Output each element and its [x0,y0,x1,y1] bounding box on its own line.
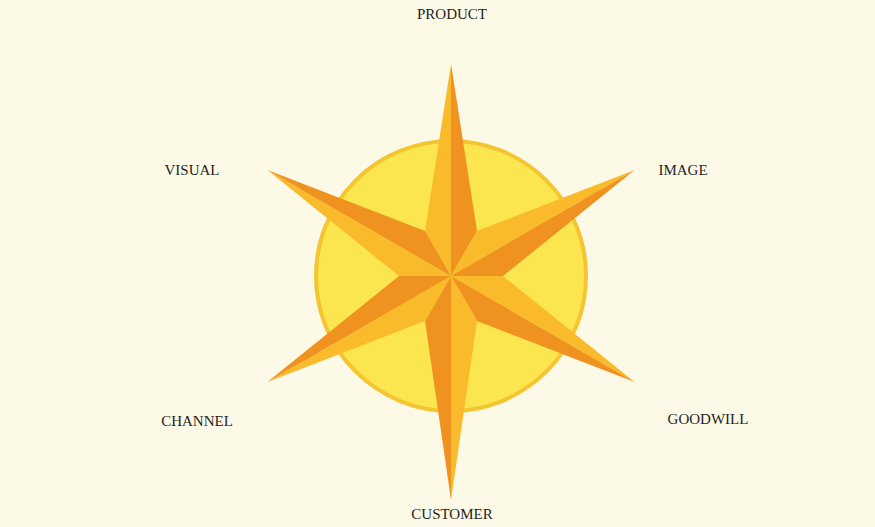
direction-label: IMAGE [658,162,707,179]
direction-label: GOODWILL [668,411,749,428]
direction-label: VISUAL [165,162,220,179]
sun-figure [254,64,647,500]
direction-label: CHANNEL [161,413,233,430]
direction-label: CUSTOMER [411,506,492,523]
direction-label: PRODUCT [417,6,487,23]
